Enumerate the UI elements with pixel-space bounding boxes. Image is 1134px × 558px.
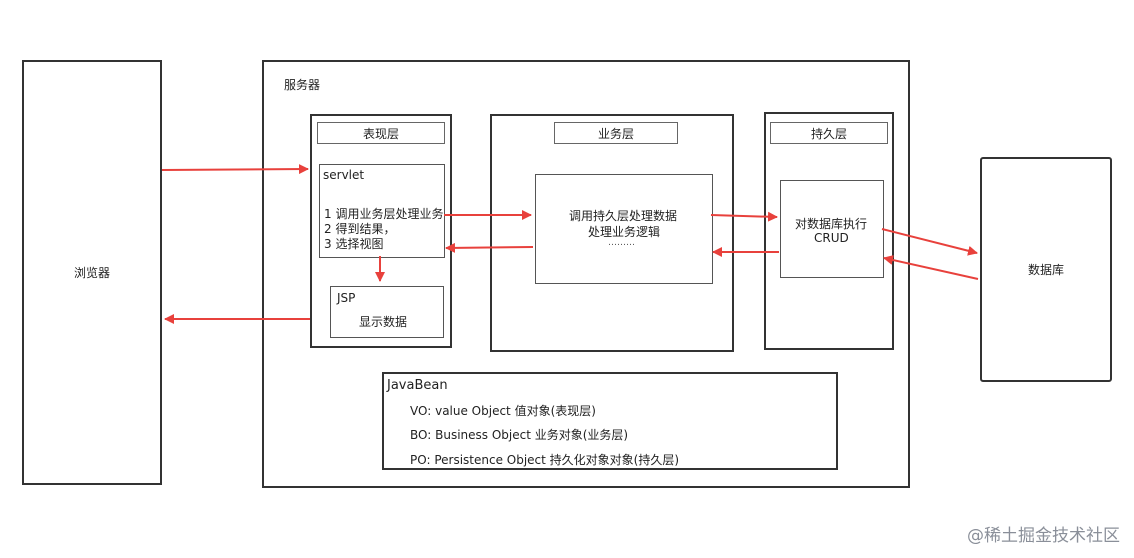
- business-line-3: ………: [608, 238, 635, 248]
- business-layer: 业务层 调用持久层处理数据 处理业务逻辑 ………: [490, 114, 734, 352]
- presentation-layer: 表现层 servlet 1 调用业务层处理业务 2 得到结果， 3 选择视图 J…: [310, 114, 452, 348]
- business-line-2: 处理业务逻辑: [588, 225, 661, 239]
- browser-label: 浏览器: [73, 266, 110, 280]
- persistence-line-1: 对数据库执行: [795, 217, 868, 231]
- javabean-item-po: PO: Persistence Object 持久化对象对象(持久层): [410, 453, 680, 467]
- server-label: 服务器: [284, 78, 321, 92]
- javabean-box: JavaBean VO: value Object 值对象(表现层) BO: B…: [382, 372, 838, 470]
- watermark: @稀土掘金技术社区: [967, 526, 1120, 546]
- database-node: 数据库: [980, 157, 1112, 382]
- business-inner-box: 调用持久层处理数据 处理业务逻辑 ………: [535, 174, 713, 284]
- javabean-item-bo: BO: Business Object 业务对象(业务层): [410, 428, 629, 442]
- servlet-box: servlet 1 调用业务层处理业务 2 得到结果， 3 选择视图: [319, 164, 445, 258]
- persistence-inner-box: 对数据库执行 CRUD: [780, 180, 884, 278]
- servlet-title: servlet: [323, 168, 365, 182]
- business-header: 业务层: [554, 122, 678, 144]
- servlet-line-3: 3 选择视图: [324, 237, 384, 251]
- servlet-line-1: 1 调用业务层处理业务: [324, 207, 444, 221]
- jsp-box: JSP 显示数据: [330, 286, 444, 338]
- javabean-title: JavaBean: [387, 378, 448, 393]
- jsp-text: 显示数据: [359, 315, 408, 329]
- business-line-1: 调用持久层处理数据: [569, 209, 678, 223]
- javabean-item-vo: VO: value Object 值对象(表现层): [410, 404, 596, 418]
- presentation-header: 表现层: [317, 122, 445, 144]
- jsp-title: JSP: [337, 291, 356, 305]
- browser-node: 浏览器: [22, 60, 162, 485]
- persistence-header: 持久层: [770, 122, 888, 144]
- persistence-line-2: CRUD: [814, 231, 849, 245]
- servlet-line-2: 2 得到结果，: [324, 222, 396, 236]
- persistence-layer: 持久层 对数据库执行 CRUD: [764, 112, 894, 350]
- database-label: 数据库: [1027, 263, 1064, 277]
